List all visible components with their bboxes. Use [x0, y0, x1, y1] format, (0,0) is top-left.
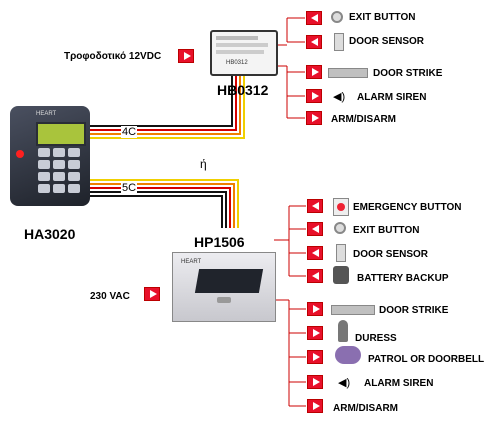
- exit-button-icon-2: [334, 222, 346, 234]
- hb0312-port-arrow-strike: [306, 65, 322, 79]
- duress-icon: [338, 320, 348, 342]
- hp1506-port-label-duress: DURESS: [355, 333, 397, 344]
- cable-4c-label: 4C: [121, 126, 138, 138]
- hb0312-module-code: HB0312: [226, 60, 248, 66]
- hp1506-port-arrow-exit: [307, 222, 323, 236]
- hp1506-bracket: [274, 205, 306, 407]
- hp1506-port-arrow-arm: [307, 399, 323, 413]
- hb0312-port-arrow-siren: [306, 89, 322, 103]
- hp1506-port-arrow-battery: [307, 269, 323, 283]
- hp1506-port-label-arm: ARM/DISARM: [333, 403, 398, 414]
- ha3020-label: HA3020: [24, 226, 76, 242]
- hp1506-power-arrow: [144, 287, 160, 301]
- reader-brand: HEART: [36, 111, 57, 117]
- hb0312-port-arrow-exit: [306, 11, 322, 25]
- hp1506-port-label-siren: ALARM SIREN: [364, 378, 434, 389]
- hp1506-led-strip: [194, 269, 264, 293]
- hp1506-power-label: 230 VAC: [90, 291, 130, 302]
- hp1506-port-label-patrol: PATROL OR DOORBELL: [368, 354, 485, 365]
- hp1506-port-arrow-strike: [307, 302, 323, 316]
- hp1506-label: HP1506: [194, 234, 245, 250]
- hp1506-port-arrow-patrol: [307, 350, 323, 364]
- hp1506-port-arrow-sensor: [307, 246, 323, 260]
- door-sensor-icon-2: [336, 244, 346, 262]
- siren-icon: ◀): [333, 91, 346, 103]
- battery-icon: [333, 266, 349, 284]
- hp1506-port-arrow-siren: [307, 375, 323, 389]
- ha3020-reader: HEART: [10, 106, 90, 206]
- hp1506-port-label-exit: EXIT BUTTON: [353, 225, 420, 236]
- siren-icon-2: ◀): [338, 377, 351, 389]
- emergency-button-icon: [333, 198, 349, 216]
- hp1506-port-label-strike: DOOR STRIKE: [379, 305, 449, 316]
- hp1506-port-label-sensor: DOOR SENSOR: [353, 249, 429, 260]
- hb0312-power-label: Τροφοδοτικό 12VDC: [64, 51, 162, 62]
- hb0312-port-label-exit: EXIT BUTTON: [349, 12, 416, 23]
- hb0312-port-label-siren: ALARM SIREN: [357, 92, 427, 103]
- cable-5c: [88, 179, 239, 228]
- hb0312-port-label-sensor: DOOR SENSOR: [349, 36, 425, 47]
- hb0312-port-label-arm: ARM/DISARM: [331, 114, 396, 125]
- hp1506-panel: HEART: [172, 252, 276, 322]
- hb0312-port-label-strike: DOOR STRIKE: [373, 68, 443, 79]
- reader-led: [16, 150, 24, 158]
- hp1506-brand: HEART: [181, 259, 202, 265]
- hb0312-power-arrow: [178, 49, 194, 63]
- hb0312-label: HB0312: [217, 82, 269, 98]
- hp1506-port-label-emergency: EMERGENCY BUTTON: [353, 202, 462, 213]
- door-strike-icon: [328, 68, 368, 78]
- door-strike-icon-2: [331, 305, 375, 315]
- door-sensor-icon: [334, 33, 344, 51]
- hp1506-port-arrow-emergency: [307, 199, 323, 213]
- hp1506-port-arrow-duress: [307, 326, 323, 340]
- or-label: ή: [200, 157, 207, 171]
- reader-keypad: [38, 148, 82, 193]
- hb0312-port-arrow-sensor: [306, 35, 322, 49]
- exit-button-icon: [331, 11, 343, 23]
- cable-5c-label: 5C: [121, 182, 138, 194]
- hp1506-port-label-battery: BATTERY BACKUP: [357, 273, 449, 284]
- hb0312-module: HB0312: [210, 30, 278, 76]
- patrol-icon: [335, 346, 361, 364]
- hb0312-port-arrow-arm: [306, 111, 322, 125]
- reader-lcd: [36, 122, 86, 146]
